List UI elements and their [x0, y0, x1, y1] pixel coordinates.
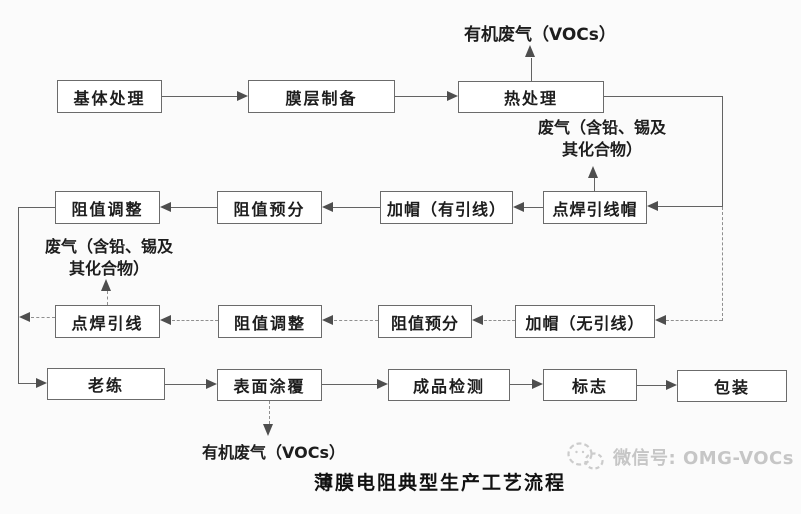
edge-marking-to-packaging: [637, 385, 666, 386]
label-voc-bottom: 有机废气（VOCs）: [202, 443, 345, 462]
arrow-right-icon: [237, 91, 248, 101]
arrow-left-icon: [647, 201, 658, 211]
arrow-left-icon: [655, 315, 666, 325]
arrow-up-icon: [588, 166, 598, 178]
arrow-up-icon: [525, 45, 535, 57]
node-spot-weld-lead: 点焊引线: [55, 305, 160, 338]
arrow-right-icon: [206, 379, 217, 389]
edge-heat-to-voc-top: [531, 58, 532, 81]
diagram-caption: 薄膜电阻典型生产工艺流程: [313, 472, 566, 494]
edge-presort-to-adjust-a: [171, 207, 217, 208]
node-aging: 老练: [47, 368, 165, 400]
arrow-right-icon: [532, 379, 543, 389]
node-capping-leadless: 加帽（无引线）: [515, 305, 655, 338]
node-resistance-presort-leadless: 阻值预分: [378, 305, 472, 338]
edge-coating-to-voc-bottom: [269, 401, 270, 424]
edge-heat-right-horizontal: [604, 96, 723, 97]
edge-base-to-film: [162, 96, 238, 97]
edge-left-vertical: [18, 207, 19, 384]
edge-capping-to-presort-a: [333, 207, 380, 208]
arrow-left-icon: [160, 202, 171, 212]
edge-spot-weld-lead-to-waste-gas-left: [107, 291, 108, 305]
node-resistance-presort-leaded: 阻值预分: [217, 191, 322, 224]
edge-aging-to-coating: [165, 384, 206, 385]
node-resistance-adjust-leadless: 阻值调整: [218, 305, 322, 338]
arrow-right-icon: [36, 378, 47, 388]
arrow-left-icon: [160, 315, 171, 325]
edge-inspection-to-marking: [510, 384, 532, 385]
node-capping-leaded: 加帽（有引线）: [380, 191, 513, 224]
node-film-preparation: 膜层制备: [248, 80, 395, 113]
label-waste-gas-left-line1: 废气（含铅、锡及: [44, 237, 173, 256]
arrow-left-icon: [513, 202, 524, 212]
node-packaging: 包装: [677, 370, 787, 402]
node-spot-weld-lead-cap: 点焊引线帽: [543, 191, 647, 224]
arrow-left-icon: [322, 202, 333, 212]
arrow-right-icon: [447, 91, 458, 101]
node-final-inspection: 成品检测: [388, 369, 510, 401]
node-resistance-adjust-leaded: 阻值调整: [55, 191, 160, 224]
wechat-bubbles-icon: [566, 440, 606, 474]
arrow-right-icon: [377, 379, 388, 389]
edge-presort-b-to-adjust-b: [334, 320, 378, 321]
edge-right-vertical-lower: [722, 207, 723, 321]
node-heat-treatment: 热处理: [458, 81, 604, 113]
label-voc-top: 有机废气（VOCs）: [464, 25, 616, 45]
arrow-up-icon: [101, 279, 111, 291]
arrow-down-icon: [263, 424, 273, 436]
label-waste-gas-right-line1: 废气（含铅、锡及: [537, 118, 666, 137]
edge-right-vertical-upper: [722, 96, 723, 207]
arrow-left-icon: [472, 315, 483, 325]
edge-left-to-aging: [18, 383, 36, 384]
node-base-processing: 基体处理: [57, 80, 162, 113]
arrow-left-icon: [322, 315, 333, 325]
edge-cap-to-waste-gas-right: [594, 178, 595, 191]
arrow-right-icon: [666, 380, 677, 390]
edge-heat-to-spot-weld-cap: [658, 206, 722, 207]
watermark-text: 微信号: OMG-VOCs: [613, 448, 794, 469]
label-waste-gas-right-line2: 其化合物）: [561, 140, 642, 159]
edge-spot-weld-lead-to-left: [31, 317, 55, 318]
edge-heat-to-capping-leadless: [666, 320, 722, 321]
node-marking: 标志: [543, 369, 637, 401]
edge-cap-to-capping-leaded: [524, 207, 543, 208]
watermark: 微信号: OMG-VOCs: [566, 440, 794, 474]
label-waste-gas-left: 废气（含铅、锡及 其化合物）: [33, 236, 185, 280]
edge-film-to-heat: [395, 96, 448, 97]
edge-capping-leadless-to-presort-b: [484, 320, 515, 321]
label-waste-gas-left-line2: 其化合物）: [68, 259, 149, 278]
label-waste-gas-right: 废气（含铅、锡及 其化合物）: [524, 117, 680, 161]
node-surface-coating: 表面涂覆: [217, 369, 322, 401]
edge-adjust-b-to-spot-weld-lead: [172, 320, 218, 321]
edge-coating-to-inspection: [322, 384, 377, 385]
edge-adjust-a-left-horizontal: [18, 207, 55, 208]
arrow-left-icon: [19, 312, 30, 322]
